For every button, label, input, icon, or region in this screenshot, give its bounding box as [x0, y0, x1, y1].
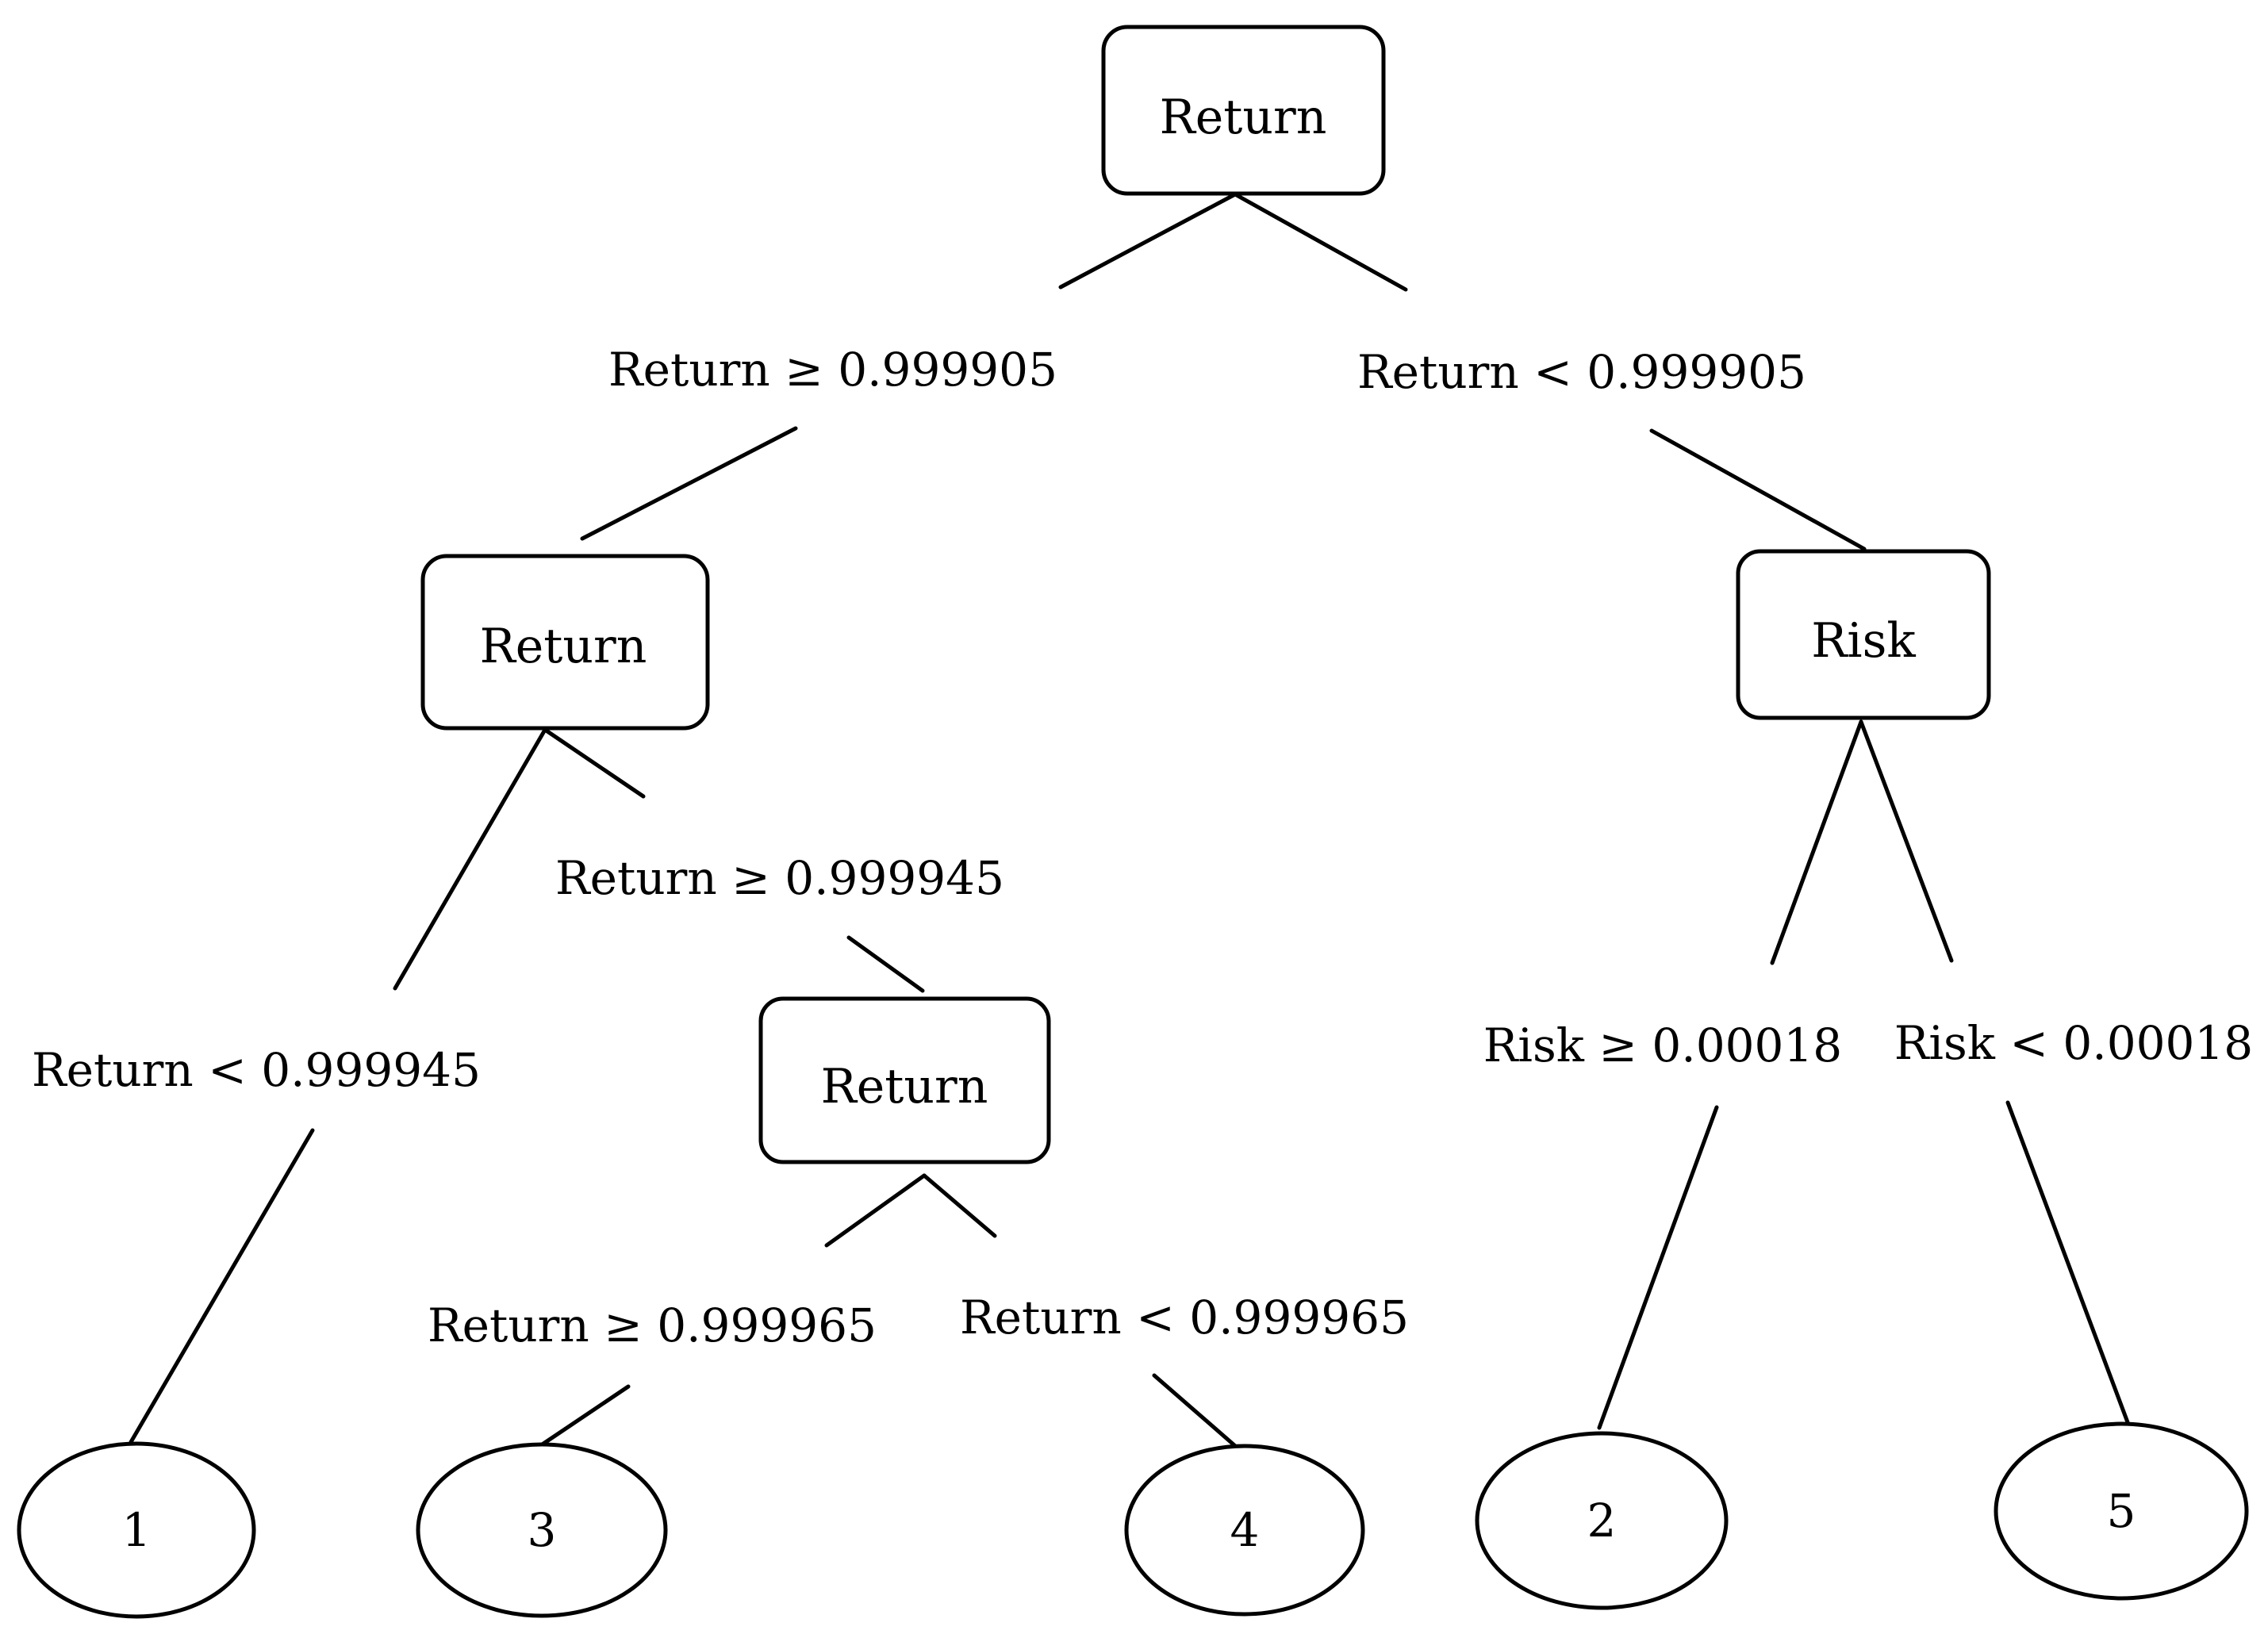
leaf-node-ellipse: [1994, 1421, 2249, 1601]
decision-node-box: [1101, 25, 1386, 196]
edge-label-right-right: Risk < 0.00018: [1894, 1016, 2253, 1070]
edge-left-leaf1-upper: [393, 727, 547, 991]
edge-root-left-upper: [1058, 192, 1238, 290]
leaf-node-1: 1: [17, 1441, 256, 1619]
leaf-node-3: 3: [416, 1442, 668, 1618]
edge-left-leaf1-lower: [129, 1128, 315, 1444]
decision-node-label: Risk: [1811, 613, 1916, 669]
decision-node-box: [420, 554, 710, 731]
edge-root-right-upper: [1233, 192, 1408, 292]
decision-node-right: Risk: [1736, 549, 1991, 720]
leaf-node-ellipse: [17, 1441, 256, 1619]
edge-label-lr-left: Return ≥ 0.999965: [428, 1298, 877, 1352]
decision-node-left: Return: [420, 554, 710, 731]
edge-root-right-lower: [1649, 428, 1867, 551]
tree-edges: [129, 192, 2130, 1448]
leaf-node-label: 4: [1230, 1503, 1260, 1557]
edge-right-leaf5-upper: [1859, 719, 1954, 963]
leaf-node-label: 3: [528, 1503, 557, 1557]
decision-node-root: Return: [1101, 25, 1386, 196]
edge-label-root-right: Return < 0.999905: [1357, 345, 1806, 399]
edge-label-left-right: Return ≥ 0.999945: [555, 851, 1004, 905]
edge-lr-leaf4-upper: [922, 1173, 997, 1238]
edge-lr-leaf3-upper: [824, 1173, 927, 1248]
edge-label-right-left: Risk ≥ 0.00018: [1483, 1018, 1842, 1072]
edge-right-leaf2-lower: [1597, 1105, 1719, 1430]
leaf-node-label: 5: [2107, 1484, 2136, 1538]
edge-left-leftright-lower: [846, 935, 925, 993]
edge-root-left-lower: [580, 426, 798, 541]
leaf-node-5: 5: [1994, 1421, 2249, 1601]
edge-lr-leaf3-lower: [539, 1384, 631, 1448]
edge-label-root-left: Return ≥ 0.999905: [608, 343, 1057, 397]
decision-node-box: [1736, 549, 1991, 720]
decision-node-box: [758, 996, 1051, 1164]
edge-right-leaf2-upper: [1770, 719, 1863, 965]
decision-node-label: Return: [480, 619, 647, 674]
leaf-node-4: 4: [1124, 1444, 1365, 1617]
edge-label-lr-right: Return < 0.999965: [960, 1291, 1409, 1344]
leaf-node-ellipse: [416, 1442, 668, 1618]
leaf-node-ellipse: [1475, 1431, 1729, 1610]
edge-label-left-left: Return < 0.999945: [32, 1043, 481, 1097]
edge-right-leaf5-lower: [2005, 1100, 2130, 1425]
decision-node-label: Return: [821, 1059, 988, 1114]
leaf-node-2: 2: [1475, 1431, 1729, 1610]
leaf-node-label: 1: [122, 1503, 152, 1557]
leaf-node-label: 2: [1587, 1494, 1617, 1548]
edge-labels: Return ≥ 0.999905 Return < 0.999905 Retu…: [32, 343, 2253, 1352]
decision-node-left-right: Return: [758, 996, 1051, 1164]
decision-node-label: Return: [1160, 90, 1327, 145]
leaf-node-ellipse: [1124, 1444, 1365, 1617]
edge-lr-leaf4-lower: [1152, 1373, 1237, 1448]
edge-left-leftright-upper: [543, 727, 646, 799]
